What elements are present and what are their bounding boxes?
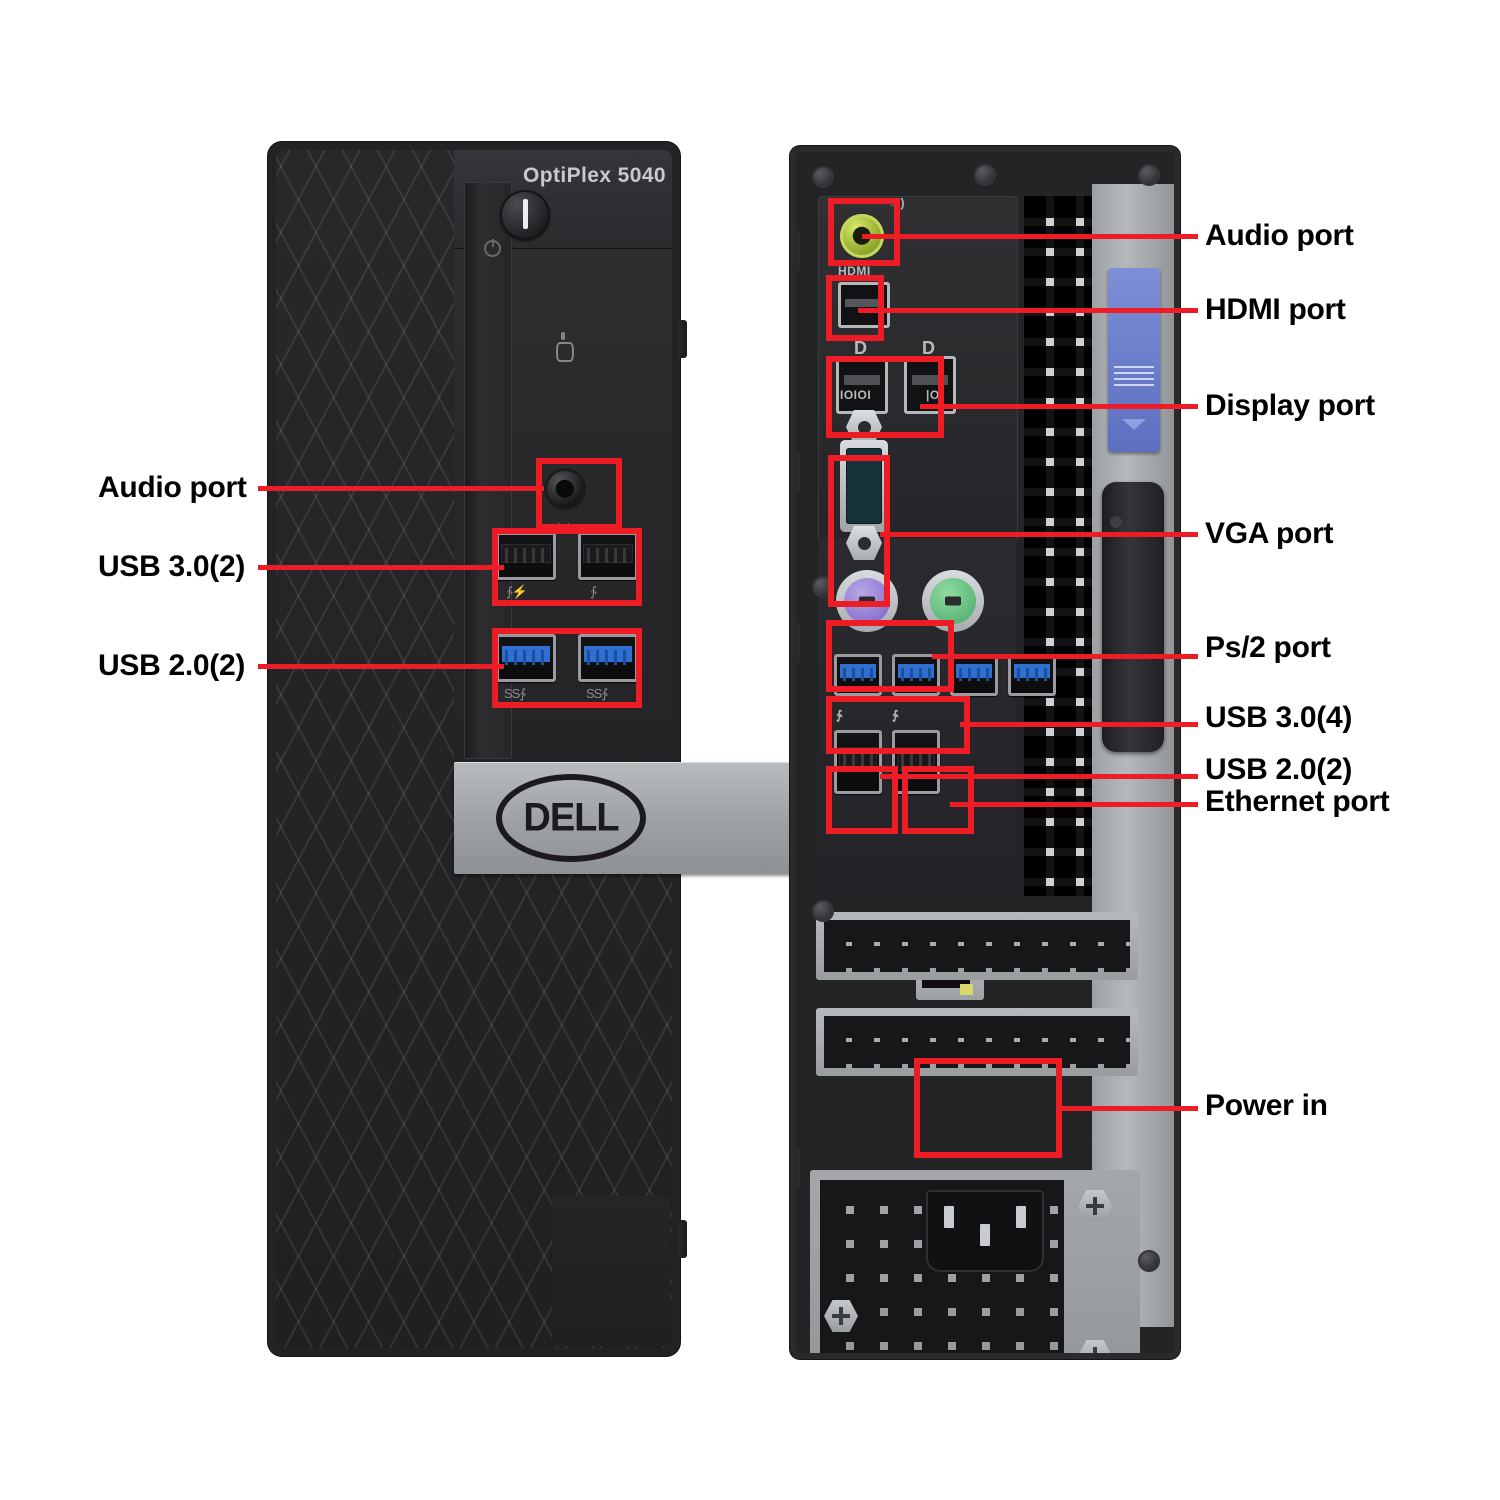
power-button[interactable] <box>500 190 550 240</box>
chassis-handle[interactable] <box>1102 482 1164 752</box>
front-lower-panel <box>552 1196 670 1346</box>
leader-rear-power <box>1056 1106 1198 1111</box>
usb-icon: ∱ <box>590 584 597 599</box>
usb2-icon-left: ∱ <box>836 708 843 722</box>
chassis-screw-br <box>1138 1250 1160 1272</box>
leader-rear-usb2 <box>880 774 1198 779</box>
leader-front-usb30 <box>258 565 504 570</box>
headphone-icon: ◡ <box>558 514 569 529</box>
label-rear-hdmi-port: HDMI port <box>1205 293 1346 326</box>
highlight-front-audio <box>536 458 622 530</box>
label-rear-ps2-port: Ps/2 port <box>1205 631 1331 664</box>
highlight-front-usb3 <box>492 628 642 708</box>
leader-rear-ethernet <box>950 802 1198 807</box>
rear-usb3-port-4[interactable] <box>1008 654 1056 696</box>
front-chassis: OptiPlex 5040 ◡ ∱⚡ ∱ SS∱ SS∱ DELL <box>268 142 874 1356</box>
model-name-text: OptiPlex 5040 <box>523 164 666 187</box>
dp-silk-right: D <box>922 338 936 358</box>
highlight-rear-vga <box>828 455 890 607</box>
leader-rear-ps2 <box>932 654 1198 659</box>
label-rear-ethernet-port: Ethernet port <box>1205 785 1390 818</box>
label-front-usb30: USB 3.0(2) <box>98 550 246 583</box>
front-audio-jack[interactable] <box>544 468 586 510</box>
highlight-rear-usb3 <box>826 696 970 754</box>
leader-front-usb20 <box>258 664 504 669</box>
usb2-icon-right: ∱ <box>892 708 899 722</box>
highlight-rear-power <box>914 1058 1062 1158</box>
leader-rear-vga <box>880 532 1198 537</box>
dp-silk-left: D <box>854 338 868 358</box>
hard-drive-activity-icon <box>552 332 574 362</box>
thumbscrew-left[interactable] <box>824 1300 858 1332</box>
expansion-slot-cover-1 <box>816 912 1138 980</box>
rear-nub-4 <box>796 1148 800 1190</box>
highlight-rear-audio <box>828 198 900 266</box>
power-inlet-connector[interactable] <box>926 1190 1044 1272</box>
rear-nub-2 <box>796 452 800 494</box>
label-rear-audio-port: Audio port <box>1205 219 1354 252</box>
highlight-rear-usb2 <box>826 766 898 834</box>
leader-rear-usb3 <box>960 722 1198 727</box>
label-rear-power-in: Power in <box>1205 1089 1328 1122</box>
serial-silk-label: IOIOI <box>840 388 872 402</box>
label-rear-display-port: Display port <box>1205 389 1375 422</box>
power-symbol-icon <box>484 239 501 257</box>
front-usb3-port-2[interactable] <box>578 634 638 682</box>
leader-rear-dp <box>920 404 1198 409</box>
label-rear-usb30: USB 3.0(4) <box>1205 701 1353 734</box>
ss-usb-icon-1: SS∱ <box>504 686 526 701</box>
chassis-screw-tl <box>812 166 834 188</box>
label-front-usb20: USB 2.0(2) <box>98 649 246 682</box>
highlight-front-usb2 <box>492 528 642 606</box>
cover-release-latch[interactable] <box>1108 268 1160 452</box>
front-usb2-port-1[interactable] <box>496 532 556 580</box>
ss-usb-icon-2: SS∱ <box>586 686 608 701</box>
side-nub-top <box>678 320 687 358</box>
hdmi-silk-label: HDMI <box>838 264 871 278</box>
usb-charge-icon: ∱⚡ <box>506 584 528 599</box>
chassis-screw-bl <box>812 900 834 922</box>
dell-wordmark: DELL <box>523 795 619 840</box>
chassis-screw-tr <box>1138 164 1160 186</box>
leader-front-audio <box>258 486 544 491</box>
label-front-audio-port: Audio port <box>98 471 247 504</box>
label-rear-vga-port: VGA port <box>1205 517 1334 550</box>
rear-nub-1 <box>796 230 800 272</box>
side-nub-bottom <box>678 1220 687 1258</box>
label-rear-usb20: USB 2.0(2) <box>1205 753 1353 786</box>
highlight-rear-ethernet <box>902 766 974 834</box>
chassis-screw-tm <box>974 164 996 186</box>
thumbscrew-bottom[interactable] <box>1078 1340 1112 1353</box>
rear-usb3-port-3[interactable] <box>950 654 998 696</box>
rear-nub-3 <box>796 622 800 664</box>
leader-rear-audio <box>862 234 1198 239</box>
highlight-rear-dp <box>826 356 944 438</box>
ps2-mouse-port[interactable] <box>922 570 984 632</box>
front-usb3-port-1[interactable] <box>496 634 556 682</box>
leader-rear-hdmi <box>858 308 1198 313</box>
dell-logo: DELL <box>496 774 646 862</box>
front-usb2-port-2[interactable] <box>578 532 638 580</box>
